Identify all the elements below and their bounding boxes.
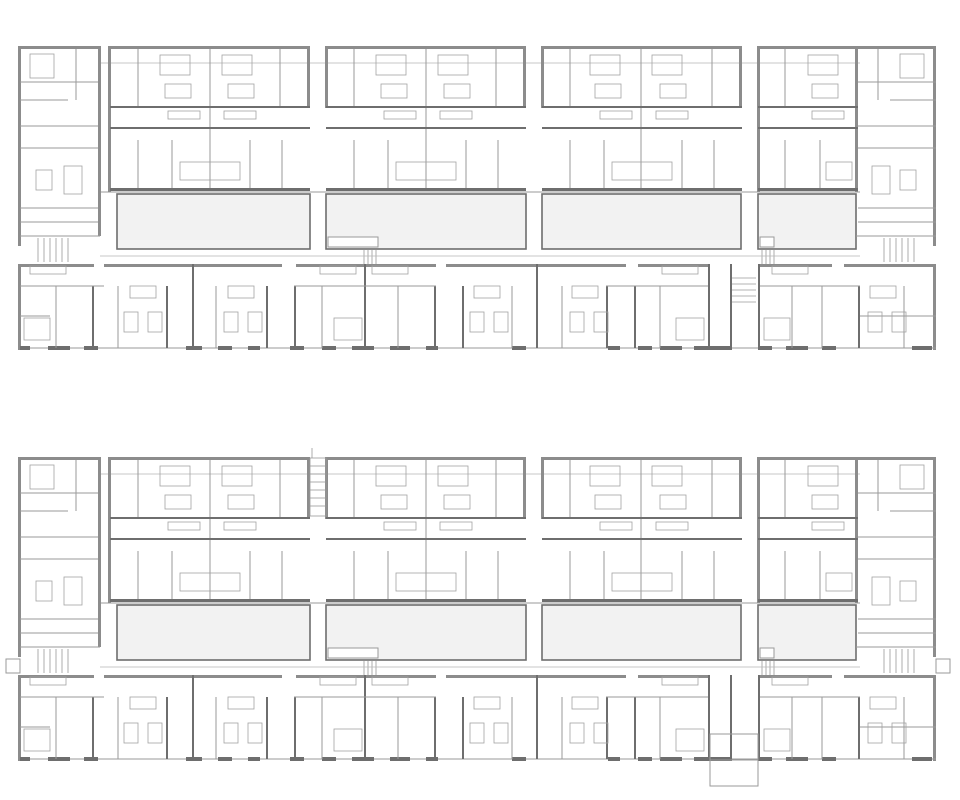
east-porch	[935, 658, 951, 674]
external-stair	[732, 277, 756, 303]
west-porch	[5, 658, 21, 674]
upper-floor-plan	[17, 45, 937, 351]
ground-floor-plan	[5, 448, 951, 787]
entrance-stair	[309, 448, 327, 517]
